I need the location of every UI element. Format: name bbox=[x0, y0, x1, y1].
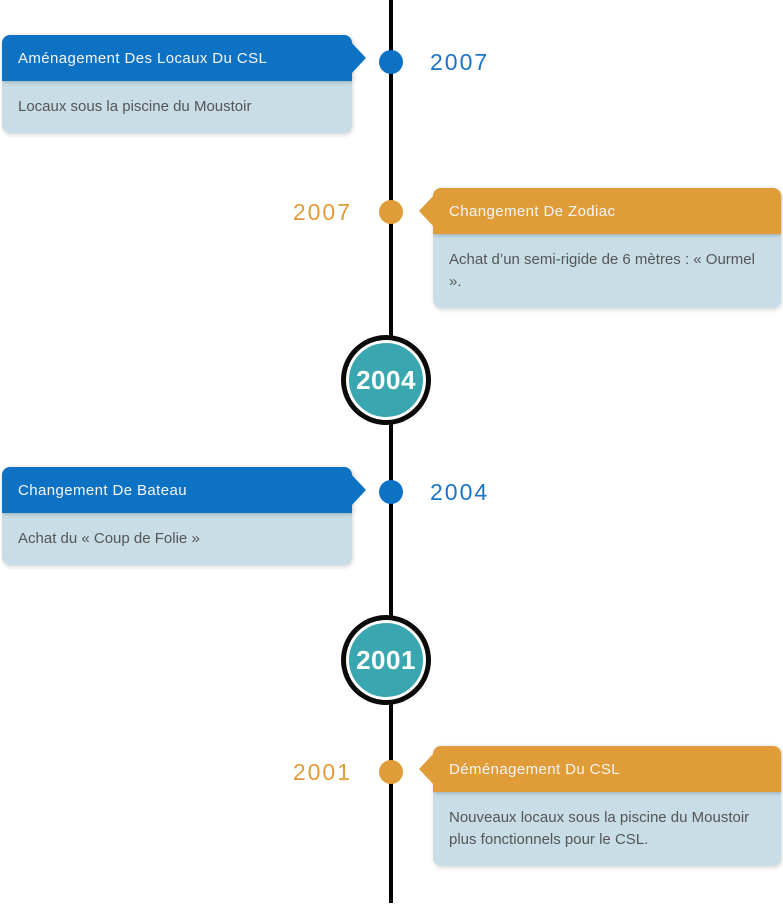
event-description: Achat d’un semi-rigide de 6 mètres : « O… bbox=[433, 234, 781, 308]
event-header: Déménagement Du CSL bbox=[419, 746, 781, 792]
timeline-dot bbox=[379, 760, 403, 784]
event-title: Changement De Zodiac bbox=[449, 202, 616, 220]
card-arrow-right-icon bbox=[351, 474, 366, 506]
milestone-circle: 2004 bbox=[346, 340, 426, 420]
year-label: 2007 bbox=[292, 199, 352, 225]
card-arrow-left-icon bbox=[419, 195, 434, 227]
event-card: Déménagement Du CSL Nouveaux locaux sous… bbox=[419, 746, 781, 866]
card-arrow-left-icon bbox=[419, 753, 434, 785]
event-header: Changement De Bateau bbox=[2, 467, 366, 513]
event-header: Changement De Zodiac bbox=[419, 188, 781, 234]
timeline-dot bbox=[379, 480, 403, 504]
event-title: Aménagement Des Locaux Du CSL bbox=[18, 49, 268, 67]
event-card: Changement De Zodiac Achat d’un semi-rig… bbox=[419, 188, 781, 308]
timeline-line bbox=[389, 0, 393, 903]
event-description: Nouveaux locaux sous la piscine du Moust… bbox=[433, 792, 781, 866]
milestone-year: 2001 bbox=[356, 644, 416, 675]
milestone-year: 2004 bbox=[356, 364, 416, 395]
event-title: Déménagement Du CSL bbox=[449, 760, 621, 778]
event-title: Changement De Bateau bbox=[18, 481, 187, 499]
card-arrow-right-icon bbox=[351, 42, 366, 74]
timeline-dot bbox=[379, 50, 403, 74]
event-description: Achat du « Coup de Folie » bbox=[2, 513, 352, 565]
event-card: Changement De Bateau Achat du « Coup de … bbox=[2, 467, 366, 565]
timeline-dot bbox=[379, 200, 403, 224]
event-card: Aménagement Des Locaux Du CSL Locaux sou… bbox=[2, 35, 366, 133]
event-header: Aménagement Des Locaux Du CSL bbox=[2, 35, 366, 81]
year-label: 2001 bbox=[292, 759, 352, 785]
event-description: Locaux sous la piscine du Moustoir bbox=[2, 81, 352, 133]
year-label: 2004 bbox=[430, 479, 490, 505]
year-label: 2007 bbox=[430, 49, 490, 75]
milestone-circle: 2001 bbox=[346, 620, 426, 700]
